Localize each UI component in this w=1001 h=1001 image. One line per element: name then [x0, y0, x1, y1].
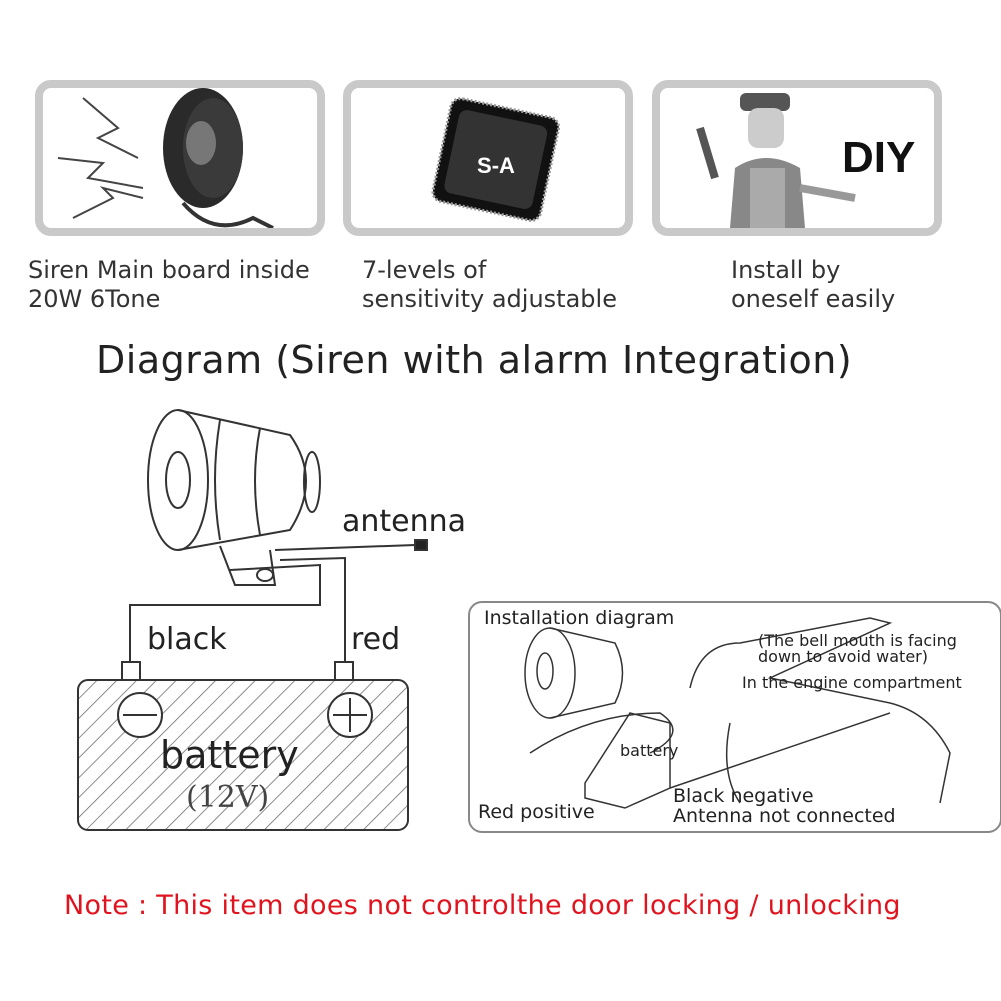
siren-drawing: [147, 409, 321, 586]
car-installation-drawing: [524, 617, 951, 809]
antenna-label: antenna: [342, 504, 467, 539]
caption-line: Install by: [731, 256, 841, 284]
installation-battery-label: battery: [620, 741, 679, 760]
feature-caption-diy: Install by oneself easily: [731, 256, 895, 314]
bell-note-line2: down to avoid water): [758, 647, 928, 666]
installation-diagram: Installation diagram (The bell mouth is …: [468, 601, 1001, 833]
engine-note: In the engine compartment: [742, 673, 962, 692]
caption-line: 20W 6Tone: [28, 285, 161, 313]
battery-voltage: (12V): [186, 780, 270, 815]
black-negative-note: Black negative: [673, 785, 814, 807]
wiring-diagram: [77, 409, 428, 831]
chip-label: S-A: [477, 153, 515, 178]
feature-panel-siren: [35, 80, 325, 236]
feature-caption-siren: Siren Main board inside 20W 6Tone: [28, 256, 310, 314]
note-text: Note : This item does not controlthe doo…: [64, 890, 901, 921]
feature-panel-diy: DIY: [652, 80, 942, 236]
caption-line: 7-levels of: [362, 256, 487, 284]
red-positive-note: Red positive: [478, 801, 595, 823]
diy-badge: DIY: [842, 133, 916, 182]
diagram-title: Diagram (Siren with alarm Integration): [96, 338, 853, 382]
caption-line: sensitivity adjustable: [362, 285, 617, 313]
black-wire-label: black: [147, 622, 227, 657]
wires: [129, 539, 428, 665]
chip-icon: S-A: [431, 97, 561, 222]
caption-line: Siren Main board inside: [28, 256, 310, 284]
feature-caption-chip: 7-levels of sensitivity adjustable: [362, 256, 617, 314]
installation-title: Installation diagram: [484, 607, 675, 629]
red-wire-label: red: [351, 622, 401, 657]
feature-panel-chip: S-A: [343, 80, 633, 236]
caption-line: oneself easily: [731, 285, 896, 313]
battery-label: battery: [160, 733, 299, 777]
antenna-note: Antenna not connected: [673, 805, 896, 827]
siren-icon: [57, 88, 274, 228]
mechanic-icon: [696, 93, 856, 228]
bell-note-line1: (The bell mouth is facing: [758, 631, 957, 650]
